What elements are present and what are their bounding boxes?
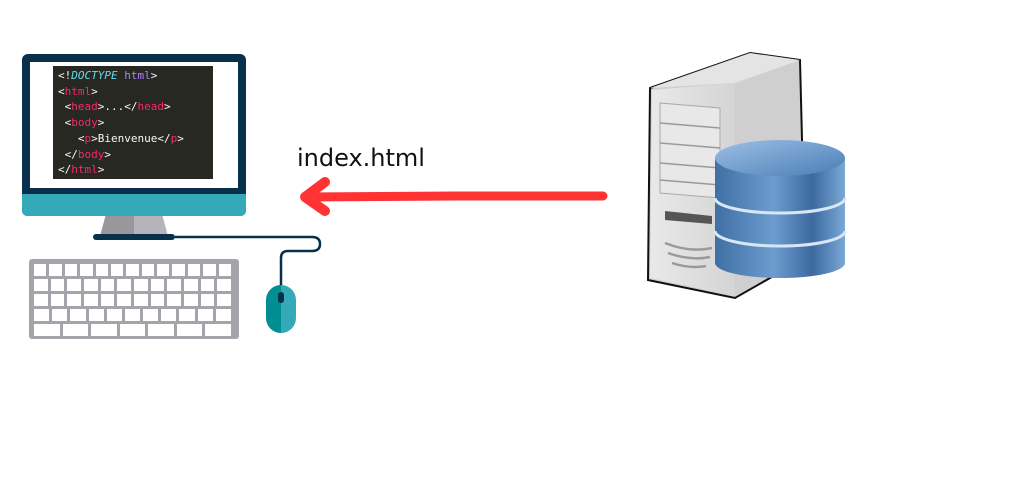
keyboard-key [34, 309, 50, 321]
computer-group: <!DOCTYPE html> <html> <head>...</head> <… [0, 0, 340, 350]
keyboard-key [218, 264, 231, 276]
keyboard-key [84, 279, 98, 291]
keyboard-key [187, 264, 201, 276]
file-label: index.html [297, 144, 425, 172]
code-line: </html> [58, 163, 105, 177]
code-line: <!DOCTYPE html> [58, 69, 158, 82]
transfer-arrow-icon [300, 177, 608, 216]
keyboard-key [179, 309, 195, 321]
keyboard-key [205, 324, 231, 336]
keyboard-key [67, 294, 81, 306]
keyboard-key [62, 324, 89, 336]
keyboard-key [106, 309, 122, 321]
keyboard-key [217, 279, 231, 291]
keyboard-key [176, 324, 203, 336]
keyboard-key [117, 294, 131, 306]
keyboard-key [67, 279, 81, 291]
keyboard-key [126, 264, 139, 276]
mouse-scroll-wheel [278, 292, 284, 303]
keyboard-icon [29, 259, 239, 339]
keyboard-key [150, 279, 165, 291]
keyboard-key [95, 264, 108, 276]
keyboard-key [134, 279, 148, 291]
keyboard-key [100, 279, 115, 291]
keyboard-key [117, 279, 131, 291]
keyboard-key [91, 324, 117, 336]
code-line: <html> [58, 84, 98, 98]
keyboard-key [50, 294, 65, 306]
keyboard-key [52, 309, 68, 321]
keyboard-key [49, 264, 62, 276]
keyboard-key [143, 309, 159, 321]
code-line: <p>Bienvenue</p> [58, 131, 184, 145]
keyboard-key [148, 324, 174, 336]
keyboard-key [88, 309, 104, 321]
keyboard-key [84, 294, 98, 306]
keyboard-key [34, 294, 48, 306]
keyboard-key [134, 294, 148, 306]
keyboard-key [167, 279, 181, 291]
keyboard-key [34, 324, 60, 336]
keyboard-key [157, 264, 170, 276]
keyboard-key [203, 264, 216, 276]
keyboard-key [80, 264, 93, 276]
keyboard-key [50, 279, 65, 291]
keyboard-key [184, 279, 198, 291]
keyboard-key [197, 309, 213, 321]
keyboard-key [167, 294, 181, 306]
keyboard-key [217, 294, 231, 306]
keyboard-key [64, 264, 78, 276]
keyboard-key [200, 294, 215, 306]
keyboard-key [161, 309, 177, 321]
keyboard-key [184, 294, 198, 306]
keyboard-key [124, 309, 141, 321]
html-code-snippet: <!DOCTYPE html> <html> <head>...</head> <… [53, 66, 213, 179]
keyboard-key [119, 324, 146, 336]
server-database-icon [646, 51, 847, 300]
keyboard-key [200, 279, 215, 291]
code-line: <body> [58, 116, 105, 130]
keyboard-key [141, 264, 155, 276]
keyboard-key [100, 294, 115, 306]
keyboard-key [34, 264, 47, 276]
database-cylinder [713, 140, 847, 278]
keyboard-key [215, 309, 231, 321]
keyboard-key [172, 264, 185, 276]
monitor-base [93, 234, 175, 240]
keyboard-key [70, 309, 86, 321]
keyboard-key [34, 279, 48, 291]
monitor-chin [22, 194, 246, 216]
monitor-stand [100, 216, 168, 236]
code-line: </body> [58, 147, 111, 161]
mouse-cable [175, 235, 322, 286]
code-line: <head>...</head> [58, 100, 171, 114]
keyboard-key [150, 294, 165, 306]
keyboard-key [110, 264, 124, 276]
